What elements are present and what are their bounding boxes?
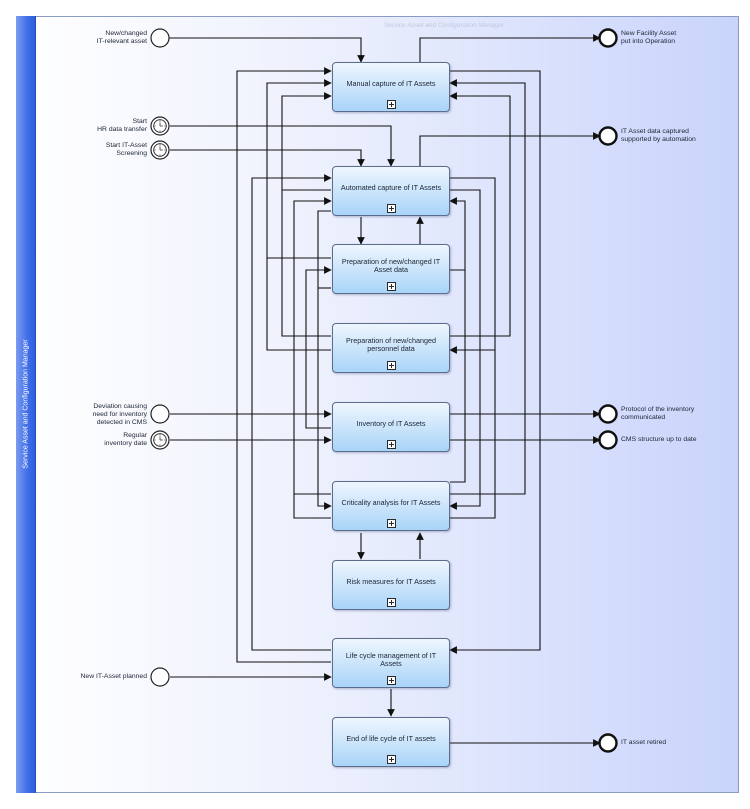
flow-personnel-automated-l6 <box>281 190 331 337</box>
start-label-planned: New IT-Asset planned <box>80 673 148 680</box>
task-label: Preparation of new/changed personnel dat… <box>346 335 436 353</box>
subprocess-plus-icon[interactable] <box>387 598 396 607</box>
subprocess-plus-icon[interactable] <box>387 204 396 213</box>
end-label-facility: New Facility Asset put into Operation <box>621 30 677 45</box>
start-event-planned <box>150 667 170 687</box>
pool-watermark: Service Asset and Configuration Manager <box>383 22 505 29</box>
task-prep-personnel-data[interactable]: Preparation of new/changed personnel dat… <box>332 323 450 373</box>
task-label: End of life cycle of IT assets <box>346 733 436 743</box>
end-event-cms <box>598 430 618 450</box>
task-label: Preparation of new/changed IT Asset data <box>341 256 441 274</box>
task-automated-capture[interactable]: Automated capture of IT Assets <box>332 166 450 216</box>
subprocess-plus-icon[interactable] <box>387 361 396 370</box>
flow-manual-facility-end <box>419 34 601 62</box>
subprocess-plus-icon[interactable] <box>387 519 396 528</box>
flow-automated-criticality-l10 <box>317 210 332 510</box>
lane-header <box>16 16 36 793</box>
end-events <box>598 28 618 753</box>
flow-manual-lifecycle-r1 <box>449 70 541 654</box>
flow-personnel-prep-l4 <box>266 258 331 351</box>
task-label: Inventory of IT Assets <box>356 418 426 428</box>
task-prep-asset-data[interactable]: Preparation of new/changed IT Asset data <box>332 244 450 294</box>
subprocess-plus-icon[interactable] <box>387 282 396 291</box>
start-label-new-asset: New/changed IT-relevant asset <box>96 30 147 45</box>
end-label-protocol: Protocol of the inventory communicated <box>621 406 695 421</box>
task-label: Manual capture of IT Assets <box>346 78 436 88</box>
flow-lifecycle-automated-l2 <box>251 174 332 651</box>
task-criticality-analysis[interactable]: Criticality analysis for IT Assets <box>332 481 450 531</box>
task-inventory[interactable]: Inventory of IT Assets <box>332 402 450 452</box>
start-events <box>150 28 170 687</box>
timer-start-regular <box>150 430 170 450</box>
start-label-screening: Start IT-Asset Screening <box>105 142 147 157</box>
task-lifecycle-management[interactable]: Life cycle management of IT Assets <box>332 638 450 688</box>
end-event-retired <box>598 733 618 753</box>
timer-start-hr <box>150 116 170 136</box>
flow-lifecycle-criticality-l9 <box>293 494 331 519</box>
subprocess-plus-icon[interactable] <box>387 755 396 764</box>
flow-automated-manual-l5 <box>281 92 332 191</box>
start-label-hr-transfer: Start HR data transfer <box>97 118 147 133</box>
end-label-cms: CMS structure up to date <box>621 436 697 443</box>
subprocess-plus-icon[interactable] <box>387 440 396 449</box>
subprocess-plus-icon[interactable] <box>387 100 396 109</box>
task-label: Life cycle management of IT Assets <box>345 650 437 668</box>
flow-screening-automated <box>170 149 365 167</box>
flow-criticality-manual-r2 <box>449 79 526 495</box>
flow-hr-automated <box>170 125 395 167</box>
flow-manual-automated-r4 <box>449 177 496 354</box>
end-label-retired: IT asset retired <box>621 739 667 746</box>
flow-criticality-automated-l7 <box>293 197 332 495</box>
task-label: Criticality analysis for IT Assets <box>341 497 441 507</box>
end-event-facility <box>598 28 618 48</box>
task-risk-measures[interactable]: Risk measures for IT Assets <box>332 560 450 610</box>
end-event-protocol <box>598 404 618 424</box>
flow-inventory-prep-r7 <box>449 197 466 271</box>
flow-prep-automated-r5 <box>449 189 481 510</box>
task-end-of-life[interactable]: End of life cycle of IT assets <box>332 717 450 767</box>
task-manual-capture[interactable]: Manual capture of IT Assets <box>332 62 450 112</box>
start-label-regular: Regular inventory date <box>104 432 147 447</box>
flow-lifecycle-manual-l1 <box>236 67 332 663</box>
task-label: Risk measures for IT Assets <box>346 576 436 586</box>
flow-start-manual <box>168 37 365 63</box>
start-event-new-asset <box>150 28 170 48</box>
flow-criticality-automated-r6 <box>450 350 496 519</box>
sequence-flows <box>168 34 601 747</box>
subprocess-plus-icon[interactable] <box>387 676 396 685</box>
flow-criticality-prep-r8 <box>450 270 466 483</box>
end-label-automation: IT Asset data captured supported by auto… <box>621 128 696 143</box>
timer-start-screening <box>150 140 170 160</box>
flow-prep-manual-l3 <box>266 79 332 259</box>
end-event-automation <box>598 126 618 146</box>
start-event-deviation <box>150 404 170 424</box>
start-label-deviation: Deviation causing need for inventory det… <box>92 403 147 426</box>
task-label: Automated capture of IT Assets <box>340 182 442 192</box>
